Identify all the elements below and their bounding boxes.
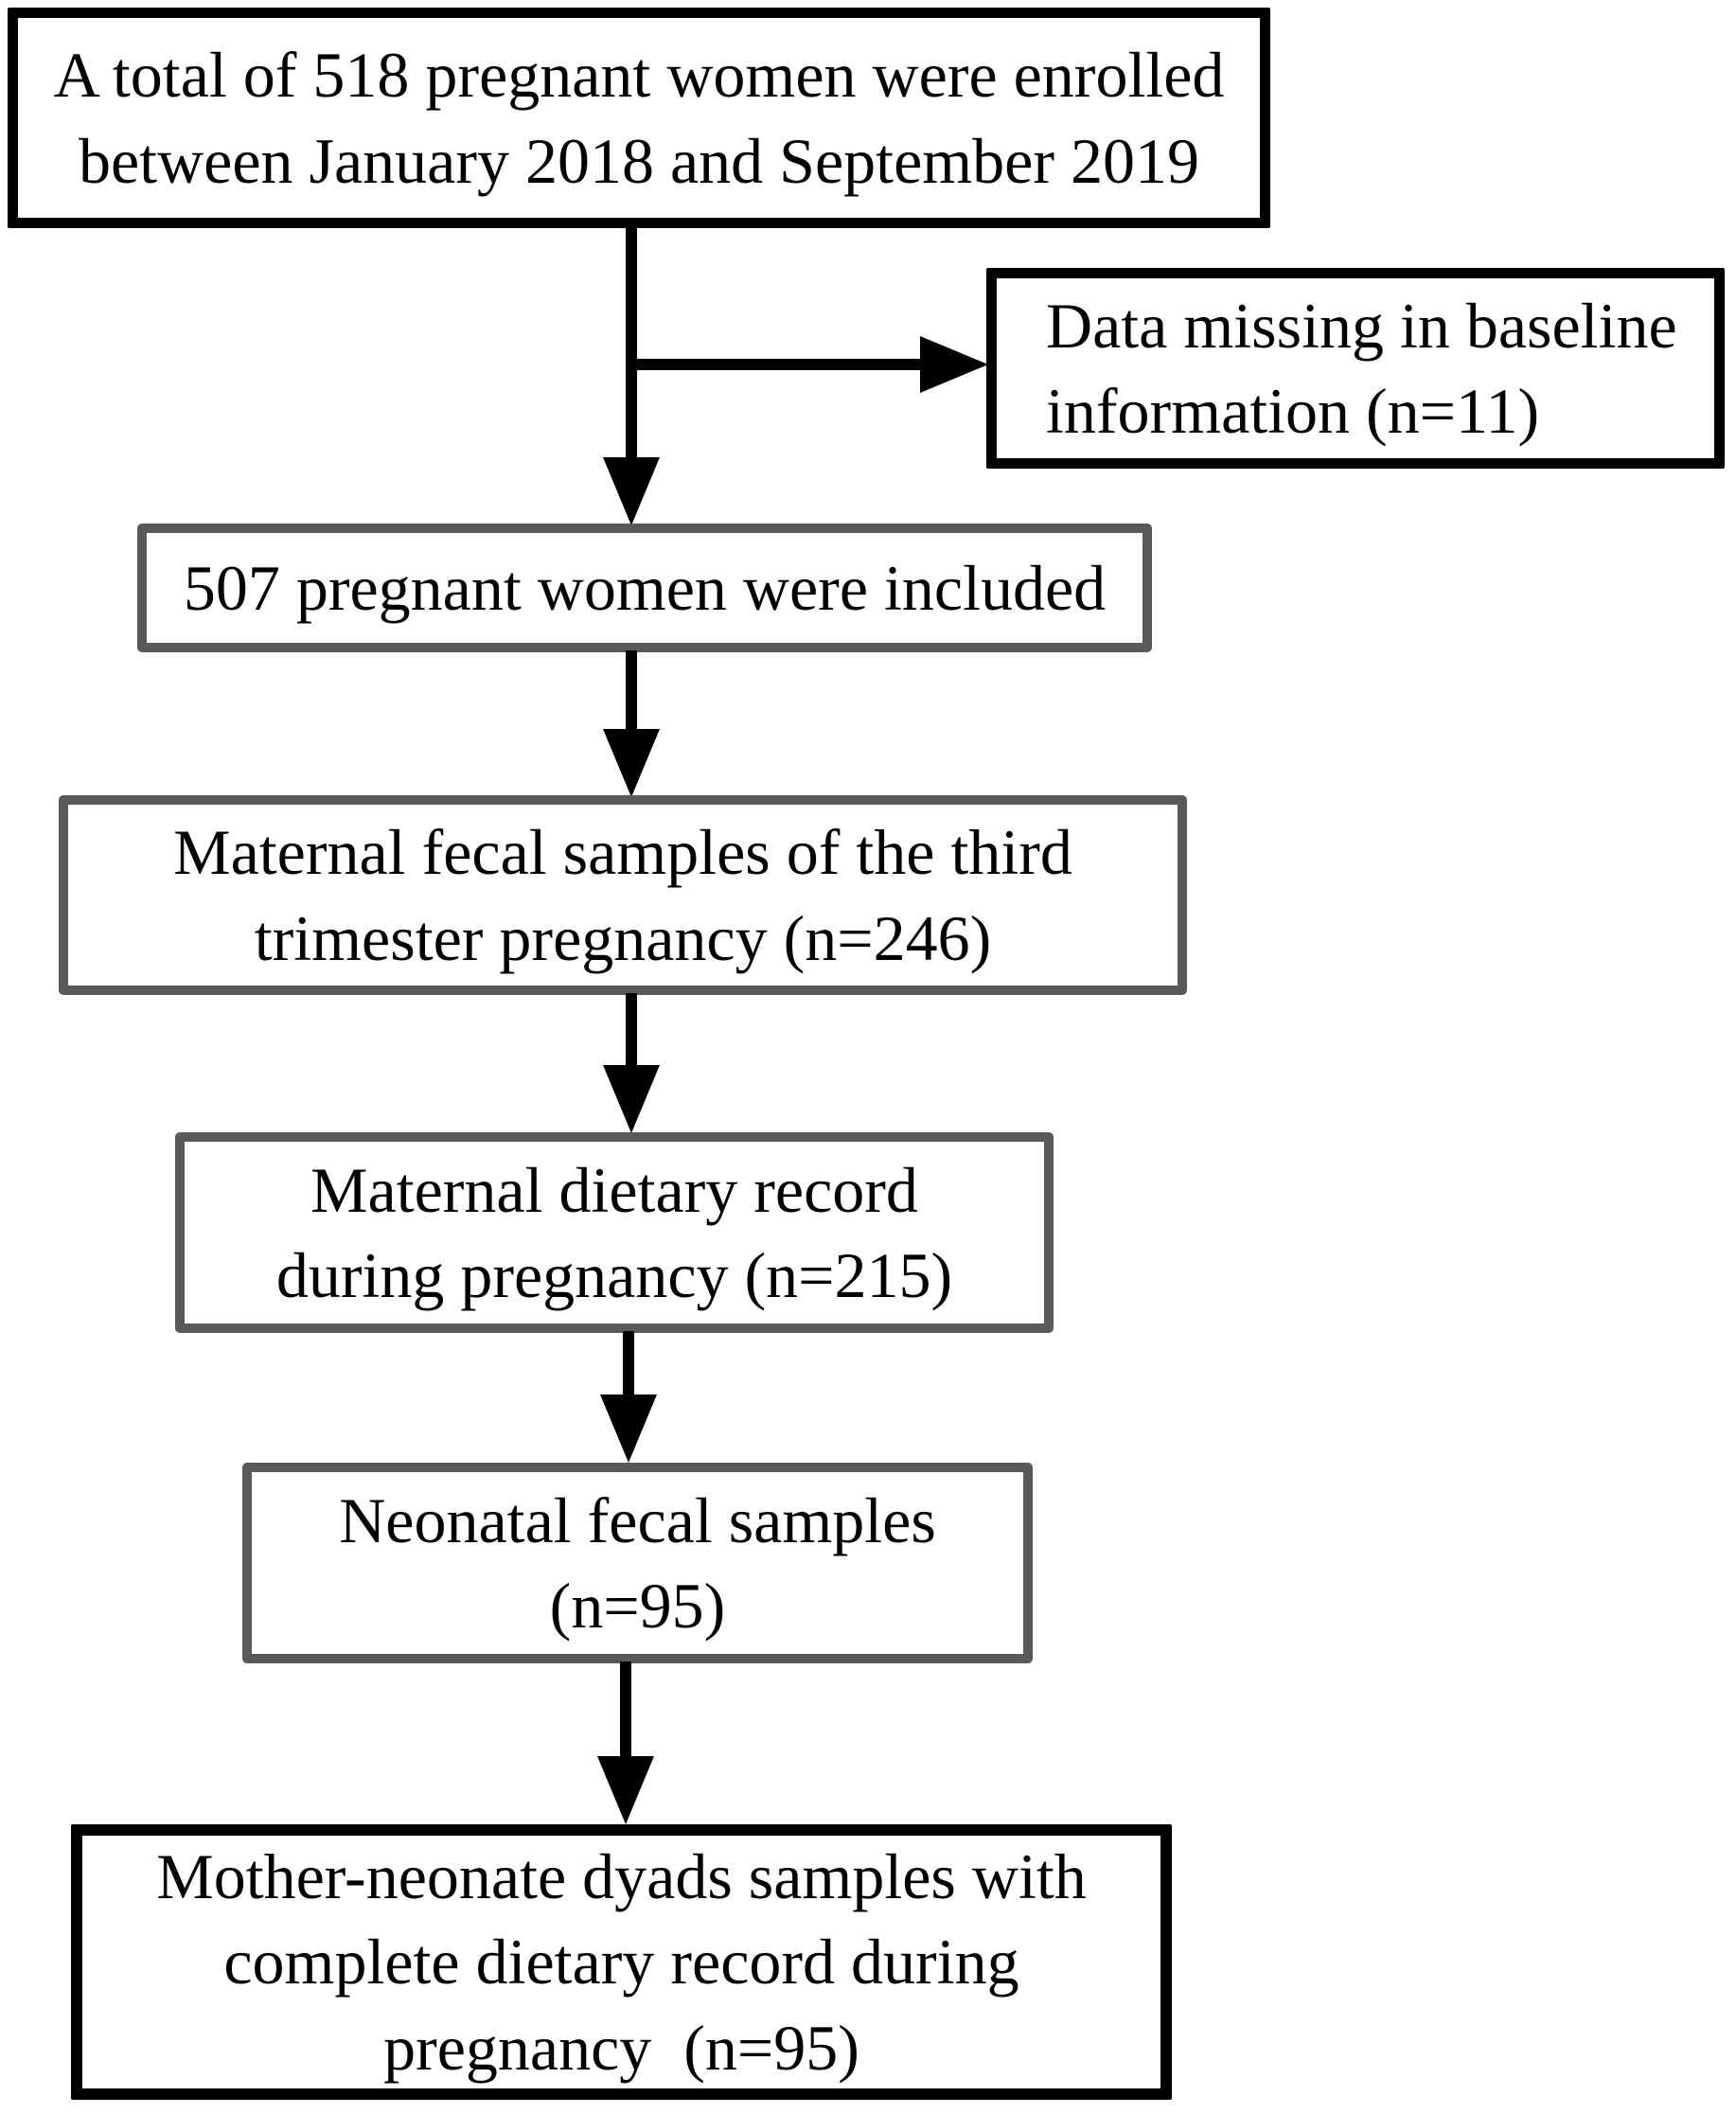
box-enrolled-label: A total of 518 pregnant women were enrol… <box>53 39 1225 197</box>
box-mother-neonate-dyads-label: Mother-neonate dyads samples with comple… <box>156 1839 1087 2084</box>
arrowhead-right-icon <box>920 336 988 393</box>
box-maternal-dietary-record-label: Maternal dietary record during pregnancy… <box>275 1153 953 1311</box>
box-maternal-dietary-record: Maternal dietary record during pregnancy… <box>175 1132 1054 1333</box>
arrow-line-fecal-dietary <box>626 993 637 1068</box>
arrow-line-included-fecal <box>626 650 637 732</box>
box-included-label: 507 pregnant women were included <box>183 551 1107 624</box>
arrow-line-dietary-neonatal <box>623 1331 634 1398</box>
box-neonatal-fecal-samples-label: Neonatal fecal samples (n=95) <box>339 1483 936 1642</box>
box-maternal-fecal-samples-label: Maternal fecal samples of the third trim… <box>173 816 1072 974</box>
box-neonatal-fecal-samples: Neonatal fecal samples (n=95) <box>242 1463 1033 1663</box>
box-enrolled: A total of 518 pregnant women were enrol… <box>8 8 1270 228</box>
box-mother-neonate-dyads: Mother-neonate dyads samples with comple… <box>71 1824 1172 2100</box>
box-included: 507 pregnant women were included <box>137 524 1152 652</box>
arrow-line-enrolled-included <box>626 226 637 461</box>
arrow-line-neonatal-dyads <box>620 1661 631 1759</box>
arrow-line-branch-excluded <box>626 359 924 370</box>
arrowhead-down-icon <box>597 1756 654 1824</box>
arrowhead-down-icon <box>603 729 660 797</box>
box-maternal-fecal-samples: Maternal fecal samples of the third trim… <box>59 795 1187 995</box>
arrowhead-down-icon <box>603 1065 660 1133</box>
box-excluded: Data missing in baseline information (n=… <box>986 268 1725 469</box>
arrowhead-down-icon <box>603 457 660 525</box>
box-excluded-label: Data missing in baseline information (n=… <box>1046 289 1677 447</box>
arrowhead-down-icon <box>600 1395 657 1463</box>
